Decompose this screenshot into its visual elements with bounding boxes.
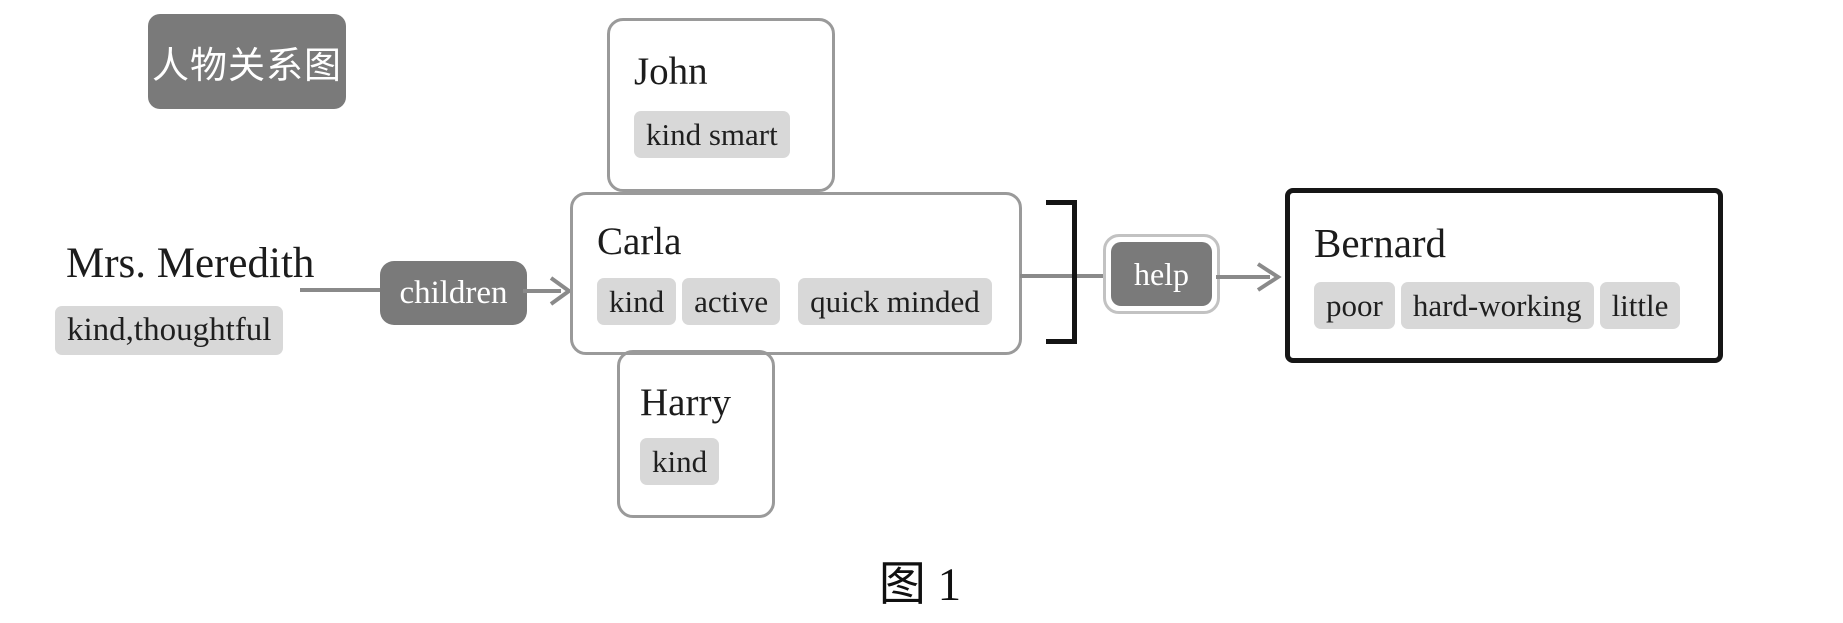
person-bernard-name: Bernard [1314, 220, 1447, 267]
figure-caption: 图 1 [878, 559, 962, 611]
trait-tag: quick minded [798, 278, 992, 326]
diagram-title: 人物关系图 [152, 45, 342, 87]
harry-trait-tags: kind [640, 437, 772, 485]
person-node-john: John kind smart [607, 18, 835, 192]
bernard-trait-tags: poor hard-working little [1314, 281, 1718, 329]
trait-tag: hard-working [1400, 281, 1594, 329]
trait-tag: active [682, 278, 781, 326]
connector-carla-help [1020, 274, 1105, 278]
person-harry-name: Harry [640, 381, 731, 425]
relation-help-label: help [1133, 255, 1190, 292]
arrow-right-icon [523, 276, 573, 306]
john-trait-tags: kind smart [634, 110, 832, 158]
connector-meredith-children [300, 288, 382, 292]
arrow-right-icon [1216, 262, 1282, 292]
person-meredith-trait-tag: kind,thoughtful [55, 306, 284, 355]
person-node-bernard: Bernard poor hard-working little [1285, 188, 1723, 363]
relation-help-badge: help [1103, 234, 1220, 314]
trait-tag: kind [597, 278, 677, 326]
diagram-title-badge: 人物关系图 [148, 14, 346, 109]
carla-trait-tags: kind active quick minded [597, 278, 1019, 326]
relation-children-label: children [399, 274, 508, 311]
relation-children-badge: children [380, 261, 527, 325]
relation-help-badge-inner: help [1111, 242, 1212, 306]
trait-tag: little [1599, 281, 1681, 329]
person-node-carla: Carla kind active quick minded [570, 192, 1022, 355]
trait-tag: kind smart [634, 110, 790, 158]
person-node-harry: Harry kind [617, 350, 775, 518]
person-john-name: John [634, 50, 708, 94]
trait-tag: poor [1314, 281, 1395, 329]
grouping-bracket [1046, 200, 1077, 344]
trait-tag: kind [640, 437, 720, 485]
person-meredith-name: Mrs. Meredith [66, 240, 315, 287]
person-carla-name: Carla [597, 219, 682, 263]
